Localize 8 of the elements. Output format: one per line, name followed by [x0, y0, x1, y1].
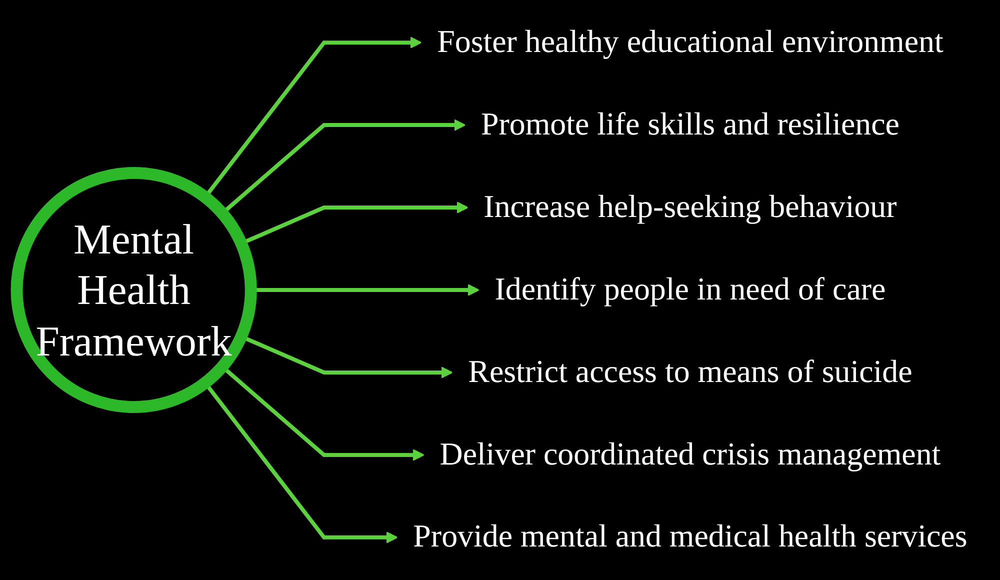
node-text: Foster healthy educational environment: [437, 25, 944, 60]
node-text: Increase help-seeking behaviour: [484, 190, 897, 225]
node-text: Restrict access to means of suicide: [468, 355, 912, 390]
node-text: Identify people in need of care: [494, 272, 886, 308]
node-text: Deliver coordinated crisis management: [440, 438, 941, 472]
node-text: Provide mental and medical health services: [413, 520, 968, 555]
node-circle: Mental Health Framework: [10, 166, 257, 414]
node-text: Promote life skills and resilience: [480, 108, 900, 142]
